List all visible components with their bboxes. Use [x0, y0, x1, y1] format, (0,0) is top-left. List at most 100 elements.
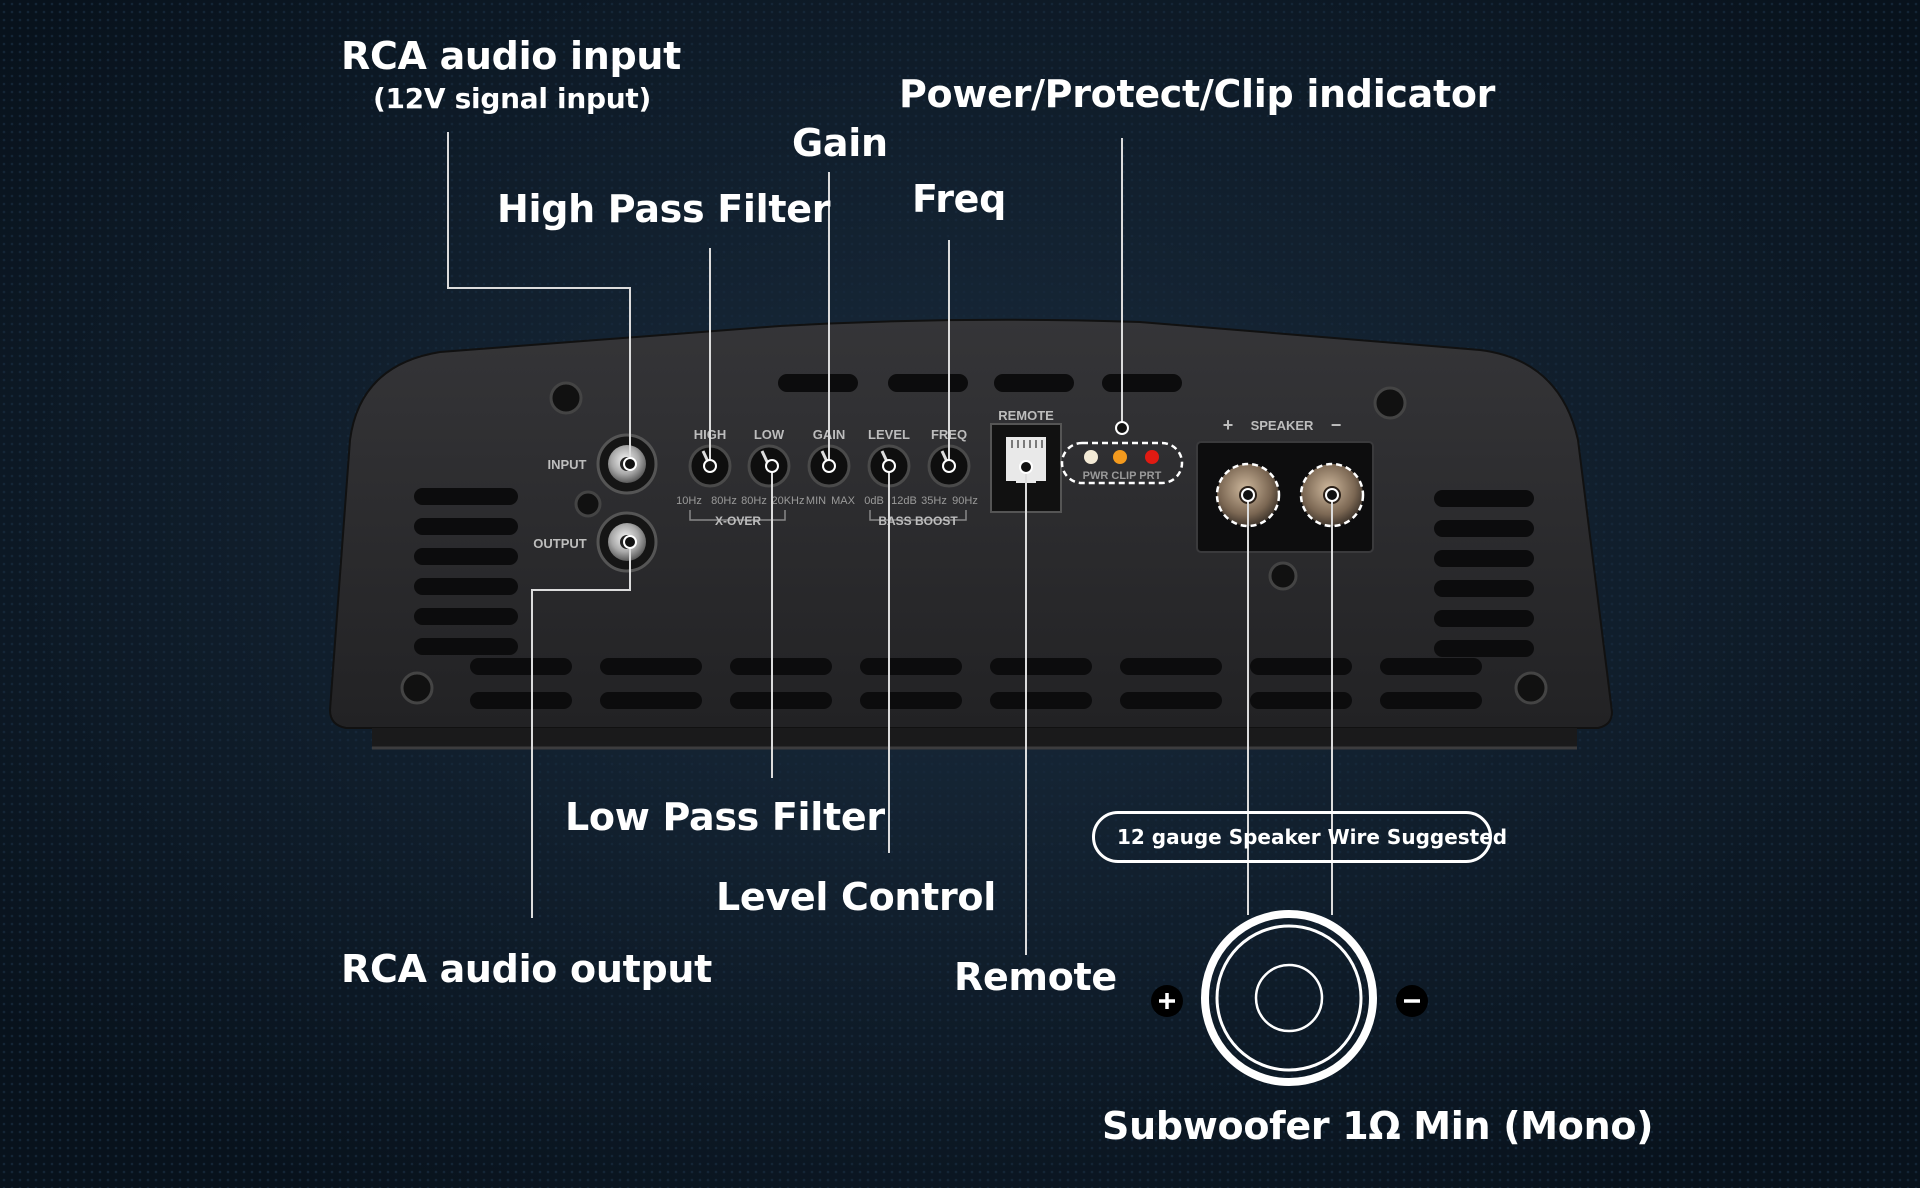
vent-slot [414, 548, 518, 565]
xover-label: X-OVER [715, 514, 761, 528]
vent-slot [1434, 580, 1534, 597]
knob-label-level: LEVEL [868, 427, 910, 442]
rca-input-note: (12V signal input) [373, 82, 651, 115]
low-pass-callout: Low Pass Filter [565, 795, 885, 839]
level-callout: Level Control [716, 875, 996, 919]
screw [400, 671, 434, 705]
leader-dot [1019, 460, 1033, 474]
leader-dot [882, 459, 896, 473]
rca-input-callout: RCA audio input [341, 34, 682, 78]
screw [1268, 561, 1298, 591]
leader-dot [1325, 488, 1339, 502]
protect-led [1145, 450, 1159, 464]
vent-slot [470, 658, 572, 675]
subwoofer-positive-terminal-icon [1151, 985, 1183, 1017]
speaker-label: SPEAKER [1251, 418, 1314, 433]
vent-slot [994, 374, 1074, 392]
vent-slot [600, 692, 702, 709]
vent-slot [1120, 658, 1222, 675]
vent-slot [1434, 610, 1534, 627]
vent-slot [414, 578, 518, 595]
scale-label: 90Hz [952, 495, 978, 507]
indicator-panel [1060, 441, 1184, 485]
leader-dot [822, 459, 836, 473]
high-pass-callout: High Pass Filter [497, 187, 831, 231]
vent-slot [470, 692, 572, 709]
vent-slot [414, 638, 518, 655]
scale-label: MAX [831, 495, 856, 507]
indicator-callout: Power/Protect/Clip indicator [899, 72, 1496, 116]
subwoofer-callout: Subwoofer 1Ω Min (Mono) [1102, 1104, 1654, 1148]
speaker-minus-mark: − [1331, 415, 1342, 435]
rca-output-callout: RCA audio output [341, 947, 712, 991]
vent-slot [1250, 692, 1352, 709]
vent-slot [990, 692, 1092, 709]
subwoofer-icon [1201, 910, 1377, 1086]
vent-slot [1434, 520, 1534, 537]
vent-slot [600, 658, 702, 675]
vent-slot [414, 488, 518, 505]
vent-slot [860, 692, 962, 709]
vent-slot [730, 658, 832, 675]
vent-slot [414, 518, 518, 535]
scale-label: 12dB [891, 495, 917, 507]
knob-label-low: LOW [754, 427, 785, 442]
vent-slot [1120, 692, 1222, 709]
vent-slot [888, 374, 968, 392]
wire-suggestion-badge: 12 gauge Speaker Wire Suggested [1092, 811, 1507, 863]
vent-slot [1380, 692, 1482, 709]
bass-boost-bracket [869, 510, 967, 521]
vent-slot [1250, 658, 1352, 675]
scale-label: 20KHz [771, 495, 804, 507]
xover-bracket [689, 510, 786, 521]
input-label: INPUT [548, 457, 587, 472]
vent-slot [1434, 550, 1534, 567]
leader-dot [623, 535, 637, 549]
speaker-plus-mark: + [1223, 415, 1234, 435]
vent-slot [1380, 658, 1482, 675]
leader-rca-output [531, 542, 631, 918]
screw [1373, 386, 1407, 420]
leader-dot [1241, 488, 1255, 502]
leader-lines [447, 132, 1333, 955]
vent-slot [414, 608, 518, 625]
screw [549, 381, 583, 415]
scale-label: MIN [806, 495, 826, 507]
scale-label: 10Hz [676, 495, 702, 507]
leader-dot [1115, 421, 1129, 435]
remote-callout: Remote [954, 955, 1117, 999]
screw [574, 490, 602, 518]
scale-label: 0dB [864, 495, 884, 507]
leader-rca-input [447, 132, 631, 464]
knob-scale-labels: 10Hz 80Hz 80Hz 20KHz MIN MAX 0dB 12dB 35… [676, 495, 978, 507]
vent-slot [1434, 490, 1534, 507]
chassis-base [372, 728, 1577, 748]
vent-slot [860, 658, 962, 675]
leader-dot [623, 457, 637, 471]
vent-slot [730, 692, 832, 709]
freq-callout: Freq [912, 177, 1007, 221]
vent-slot [990, 658, 1092, 675]
bass-boost-label: BASS BOOST [878, 514, 958, 528]
scale-label: 35Hz [921, 495, 947, 507]
leader-dot [765, 459, 779, 473]
led-labels: PWR CLIP PRT [1083, 470, 1162, 482]
output-label: OUTPUT [533, 536, 587, 551]
vent-slot [1434, 640, 1534, 657]
gain-callout: Gain [792, 121, 888, 165]
leader-dot [942, 459, 956, 473]
amplifier-chassis [328, 318, 1614, 729]
power-led [1084, 450, 1098, 464]
scale-label: 80Hz [711, 495, 737, 507]
remote-port-label: REMOTE [998, 408, 1054, 423]
screw [1514, 671, 1548, 705]
subwoofer-negative-terminal-icon [1396, 985, 1428, 1017]
leader-dot [703, 459, 717, 473]
chassis-screws [400, 381, 1548, 705]
leader-endpoints [623, 421, 1339, 549]
vent-slot [778, 374, 858, 392]
clip-led [1113, 450, 1127, 464]
vent-slot [1102, 374, 1182, 392]
